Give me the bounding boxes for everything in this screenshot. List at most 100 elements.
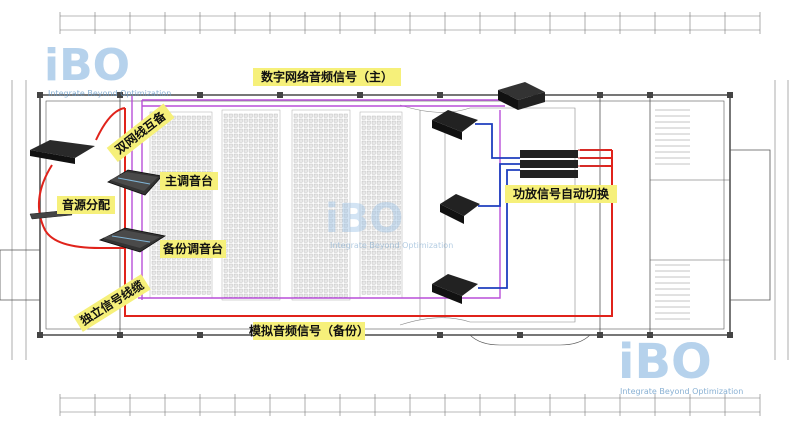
seat xyxy=(386,170,391,175)
seat xyxy=(396,175,401,180)
stagebox-device xyxy=(30,140,95,164)
seat xyxy=(371,255,376,260)
seat xyxy=(268,238,273,243)
dimension-ticks xyxy=(59,12,761,416)
seat xyxy=(308,158,313,163)
seat xyxy=(396,180,401,185)
seat xyxy=(338,123,343,128)
stage-speaker-bottom xyxy=(432,274,478,304)
seat xyxy=(206,215,211,220)
seat xyxy=(293,118,298,123)
seat xyxy=(318,123,323,128)
seat xyxy=(156,190,161,195)
seat xyxy=(238,203,243,208)
seat xyxy=(156,245,161,250)
seat xyxy=(253,198,258,203)
seat xyxy=(156,275,161,280)
seat xyxy=(381,245,386,250)
seat xyxy=(391,170,396,175)
seat xyxy=(386,180,391,185)
seat xyxy=(273,143,278,148)
seat xyxy=(253,278,258,283)
seat xyxy=(361,195,366,200)
seat xyxy=(381,260,386,265)
seat xyxy=(303,233,308,238)
seat xyxy=(298,228,303,233)
seat xyxy=(176,215,181,220)
seat xyxy=(381,200,386,205)
seat xyxy=(186,115,191,120)
seat xyxy=(223,118,228,123)
seat xyxy=(396,210,401,215)
seat xyxy=(396,185,401,190)
seat xyxy=(238,273,243,278)
seat xyxy=(386,200,391,205)
seat xyxy=(293,203,298,208)
callout-digital-main: 数字网络音频信号（主） xyxy=(253,68,401,86)
seat xyxy=(371,170,376,175)
backup-mixing-console xyxy=(98,227,167,253)
seat xyxy=(151,265,156,270)
seat xyxy=(391,190,396,195)
seat xyxy=(293,163,298,168)
seat xyxy=(171,225,176,230)
seat xyxy=(333,278,338,283)
seat xyxy=(196,140,201,145)
seat xyxy=(323,183,328,188)
seat xyxy=(366,150,371,155)
seat xyxy=(376,180,381,185)
seat xyxy=(268,248,273,253)
seat xyxy=(181,285,186,290)
seat xyxy=(338,153,343,158)
seat xyxy=(263,288,268,293)
seat xyxy=(186,150,191,155)
seat xyxy=(243,293,248,298)
seat xyxy=(293,283,298,288)
seat xyxy=(313,118,318,123)
seat xyxy=(258,143,263,148)
label-source-distribution: 音源分配 xyxy=(62,197,110,212)
seat xyxy=(176,210,181,215)
seat xyxy=(233,233,238,238)
seat xyxy=(313,213,318,218)
seat xyxy=(156,225,161,230)
seat xyxy=(338,118,343,123)
seat xyxy=(176,270,181,275)
seat xyxy=(151,215,156,220)
seat xyxy=(268,218,273,223)
seat xyxy=(151,190,156,195)
seat xyxy=(371,145,376,150)
seat xyxy=(386,130,391,135)
seat xyxy=(333,183,338,188)
seat xyxy=(201,225,206,230)
seat xyxy=(228,263,233,268)
seat xyxy=(176,150,181,155)
seat xyxy=(343,193,348,198)
seat xyxy=(258,158,263,163)
seating-block xyxy=(291,109,351,301)
seat xyxy=(371,290,376,295)
seat xyxy=(263,178,268,183)
seat xyxy=(333,188,338,193)
seat xyxy=(263,208,268,213)
seat xyxy=(248,113,253,118)
seat xyxy=(386,195,391,200)
seat xyxy=(253,248,258,253)
seat xyxy=(248,278,253,283)
seat xyxy=(328,208,333,213)
seat xyxy=(233,218,238,223)
seat xyxy=(381,120,386,125)
seat xyxy=(248,123,253,128)
seat xyxy=(318,258,323,263)
seat xyxy=(233,193,238,198)
seat xyxy=(273,183,278,188)
seat xyxy=(263,238,268,243)
seat xyxy=(228,228,233,233)
seat xyxy=(381,180,386,185)
seat xyxy=(263,258,268,263)
seat xyxy=(308,258,313,263)
seat xyxy=(238,138,243,143)
seat xyxy=(396,200,401,205)
seat xyxy=(303,118,308,123)
seat xyxy=(176,225,181,230)
